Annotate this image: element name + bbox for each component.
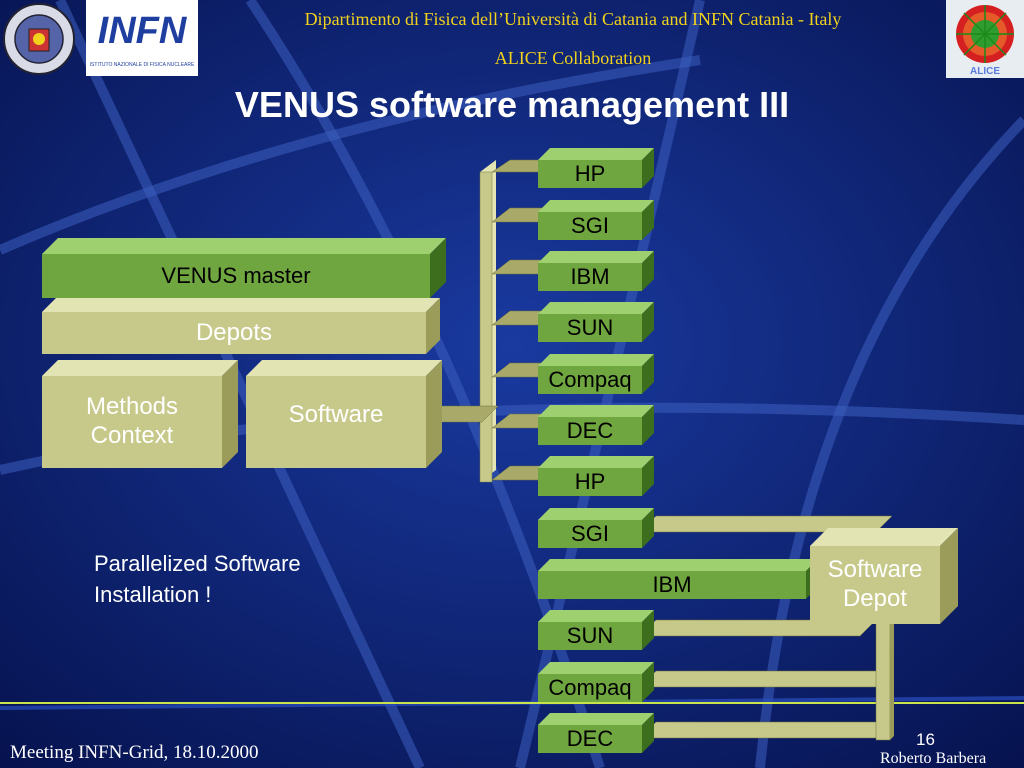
software-label: Software [246, 376, 426, 468]
platform-label: SUN [538, 622, 642, 650]
platform-label: SGI [538, 520, 642, 548]
platform-box: HP [538, 148, 654, 188]
platform-label: HP [538, 468, 642, 496]
infn-logo-subtext: ISTITUTO NAZIONALE DI FISICA NUCLEARE [89, 62, 195, 68]
platform-label: SGI [538, 212, 642, 240]
university-seal-logo [3, 3, 75, 75]
platform-label: IBM [538, 263, 642, 291]
author-name: Roberto Barbera [880, 750, 987, 767]
slide-title: VENUS software management III [234, 84, 790, 125]
infn-logo-text: INFN [97, 10, 187, 52]
alice-logo: ALICE [946, 0, 1024, 78]
parallel-install-note: Parallelized Software Installation ! [94, 551, 301, 607]
collaboration-header: ALICE Collaboration [494, 48, 652, 68]
methods-context-block: Methods Context [42, 360, 238, 468]
platform-label: Compaq [538, 366, 642, 394]
alice-logo-text: ALICE [970, 66, 1000, 77]
platform-label: DEC [538, 417, 642, 445]
platform-label: HP [538, 160, 642, 188]
venus-master-block: VENUS master [42, 238, 446, 298]
institution-header: Dipartimento di Fisica dell’Università d… [304, 9, 842, 29]
platform-box: IBM [538, 251, 654, 291]
depots-label: Depots [42, 312, 426, 354]
platform-label: Compaq [538, 674, 642, 702]
platform-box: HP [538, 456, 654, 496]
platform-box: SUN [538, 302, 654, 342]
software-block: Software [246, 360, 442, 468]
platform-box: Compaq [538, 354, 654, 394]
platform-label: IBM [538, 571, 806, 599]
depots-block: Depots [42, 298, 440, 354]
platform-box: Compaq [538, 662, 654, 702]
platform-box: SGI [538, 200, 654, 240]
platform-label: DEC [538, 725, 642, 753]
platform-box: DEC [538, 405, 654, 445]
infn-logo: INFN ISTITUTO NAZIONALE DI FISICA NUCLEA… [86, 0, 198, 76]
platform-label: SUN [538, 314, 642, 342]
page-number: 16 [916, 730, 935, 749]
software-depot-label: Software Depot [810, 546, 940, 624]
software-depot-block: Software Depot [810, 528, 958, 624]
platform-box: SUN [538, 610, 654, 650]
platform-box: SGI [538, 508, 654, 548]
methods-context-label: Methods Context [42, 376, 222, 468]
platform-box-wide: IBM [538, 559, 818, 599]
platform-box: DEC [538, 713, 654, 753]
venus-master-label: VENUS master [42, 254, 430, 298]
meeting-footer: Meeting INFN-Grid, 18.10.2000 [10, 742, 259, 763]
